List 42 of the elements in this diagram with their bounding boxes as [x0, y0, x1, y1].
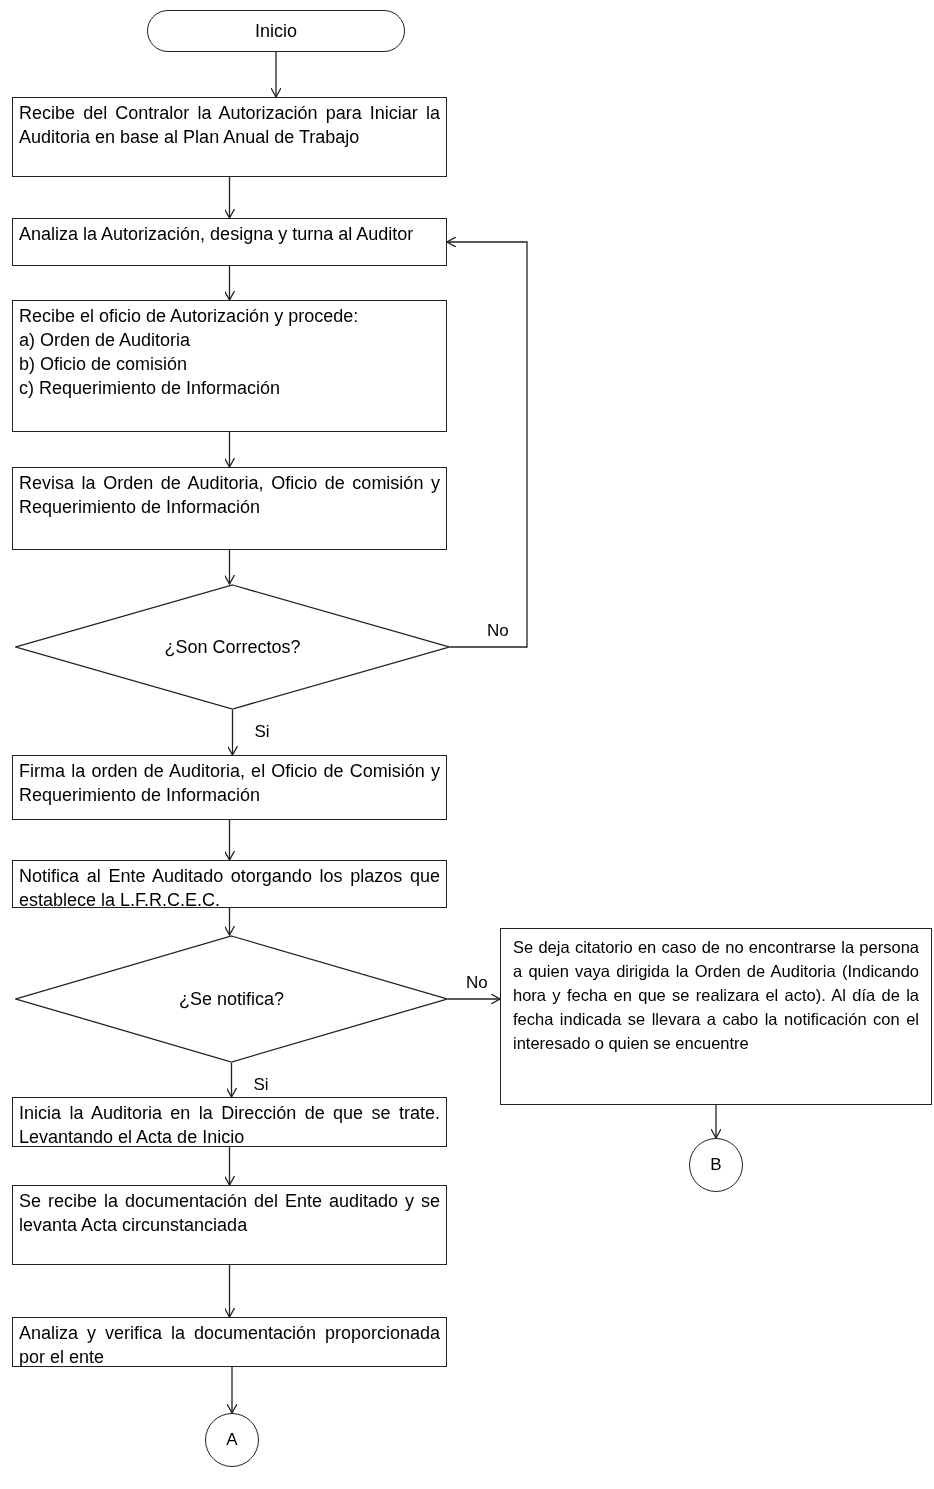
step-text: Se recibe la documentación del Ente auditado y se levanta Acta circunstanciada: [19, 1191, 440, 1235]
step-text: Notifica al Ente Auditado otorgando los plazos que establece la L.F.R.C.E.C.: [19, 866, 440, 910]
arrow: [223, 431, 236, 468]
decision-text: ¿Se notifica?: [178, 987, 285, 1011]
step-text: Se deja citatorio en caso de no encontrarse la persona a quien vaya dirigida la Orden de Auditoria (Indicando hora y fecha en que se realizara el acto). Al día de la fecha indicada se llevara a cabo la notificación con el interesado o quien se encuentre: [513, 938, 919, 1052]
step-text: a) Orden de Auditoria: [19, 329, 192, 352]
process-box: [500, 928, 932, 1105]
arrow: [223, 1264, 236, 1318]
arrow: [446, 236, 528, 648]
arrow: [226, 709, 239, 756]
arrow: [223, 907, 236, 936]
step-text: Recibe del Contralor la Autorización para Iniciar la Auditoria en base al Plan Anual de Trabajo: [19, 103, 440, 147]
terminal-shape: [147, 10, 405, 52]
step-text: B: [710, 1154, 722, 1177]
arrow: [223, 819, 236, 861]
arrow: [223, 1146, 236, 1186]
step-text: Inicia la Auditoria en la Dirección de que se trate. Levantando el Acta de Inicio: [19, 1103, 440, 1147]
arrow: [225, 1062, 238, 1098]
process-box: [12, 300, 447, 432]
step-text: Analiza y verifica la documentación proporcionada por el ente: [19, 1323, 440, 1367]
arrow: [223, 176, 236, 219]
arrow: [710, 1104, 722, 1139]
arrow: [226, 1366, 238, 1414]
step-text: Revisa la Orden de Auditoria, Oficio de comisión y Requerimiento de Información: [19, 473, 440, 517]
decision-text: ¿Son Correctos?: [164, 635, 301, 659]
process-box: [12, 1185, 447, 1265]
step-text: Analiza la Autorización, designa y turna al Auditor: [19, 224, 414, 244]
arrow: [223, 265, 236, 301]
step-text: c) Requerimiento de Información: [19, 377, 282, 400]
step-text: Recibe el oficio de Autorización y procede:: [19, 305, 360, 328]
step-text: A: [226, 1429, 238, 1452]
arrow: [447, 993, 501, 1005]
step-text: b) Oficio de comisión: [19, 353, 189, 376]
arrow: [223, 549, 236, 585]
process-box: [12, 860, 447, 908]
step-text: Firma la orden de Auditoria, el Oficio de Comisión y Requerimiento de Información: [19, 761, 440, 805]
process-box: [12, 218, 447, 266]
process-box: [12, 97, 447, 177]
arrow: [270, 51, 282, 98]
process-box: [12, 467, 447, 550]
step-text: Inicio: [255, 19, 297, 43]
process-box: [12, 755, 447, 820]
